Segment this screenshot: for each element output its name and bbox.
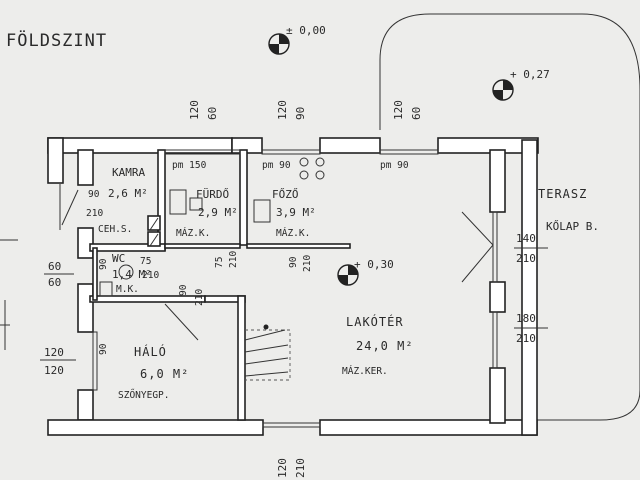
- dim-fozo-door-w: 90: [288, 256, 299, 268]
- dim-furdo-door-w: 75: [214, 257, 225, 268]
- dim-top3-h: 60: [410, 107, 423, 120]
- kamra-area: 2,6 M²: [108, 187, 148, 200]
- terasz-floor: KŐLAP B.: [546, 219, 599, 233]
- lakoter-area: 24,0 M²: [356, 339, 414, 353]
- lakoter-floor: MÁZ.KER.: [342, 365, 388, 377]
- opening-marks: [0, 149, 498, 428]
- dim-left1-w: 60: [48, 260, 61, 273]
- dim-top3-w: 120: [392, 100, 405, 120]
- dim-fozo-door-h: 210: [302, 255, 313, 272]
- halo-area: 6,0 M²: [140, 367, 189, 381]
- wc-dim-h: 210: [142, 270, 159, 281]
- fozo-area: 3,9 M²: [276, 206, 316, 219]
- furdo-name: FÜRDŐ: [196, 187, 229, 201]
- interior-walls: [89, 149, 351, 421]
- level-marker-living: + 0,30: [337, 258, 394, 286]
- dim-left2-w: 120: [44, 346, 64, 359]
- dim-kamra-door: 90: [98, 258, 109, 270]
- dim-halo-window: 90: [98, 343, 109, 355]
- lakoter-name: LAKÓTÉR: [346, 314, 404, 329]
- fozo-floor: MÁZ.K.: [276, 227, 310, 239]
- wc-floor: M.K.: [116, 284, 139, 295]
- halo-floor: SZŐNYEGP.: [118, 390, 169, 401]
- dim-left2-h: 120: [44, 364, 64, 377]
- level-terrace: + 0,27: [510, 68, 550, 81]
- furdo-area: 2,9 M²: [198, 206, 238, 219]
- dim-top2-w: 120: [276, 100, 289, 120]
- kamra-dim-h: 210: [86, 208, 103, 219]
- dim-left1-h: 60: [48, 276, 61, 289]
- dim-terasz2-h: 210: [516, 332, 536, 345]
- dim-terasz1-w: 140: [516, 232, 536, 245]
- dim-top1-h: 60: [206, 107, 219, 120]
- dim-terasz1-h: 210: [516, 252, 536, 265]
- furdo-door-label: pm 150: [172, 160, 207, 171]
- terrace-outline: [379, 13, 640, 421]
- wc-name: WC: [112, 252, 125, 265]
- wc-dim: 75: [140, 256, 151, 267]
- dim-furdo-door-h: 210: [228, 251, 239, 268]
- fozo-door-label: pm 90: [262, 160, 291, 171]
- dim-top2-h: 90: [294, 107, 307, 120]
- dim-bottom-h: 210: [294, 458, 307, 478]
- level-living: + 0,30: [354, 258, 394, 271]
- kamra-note: CEH.S.: [98, 224, 132, 235]
- level-marker-entry: ± 0,00: [268, 24, 326, 55]
- wc-area: 1,4 M²: [112, 268, 152, 281]
- kamra-name: KAMRA: [112, 166, 145, 179]
- level-marker-terrace: + 0,27: [492, 68, 550, 101]
- dim-wc-door-w: 90: [178, 284, 189, 296]
- fozo-name: FŐZŐ: [272, 187, 299, 201]
- terasz-name: TERASZ: [538, 187, 587, 201]
- dim-top1-w: 120: [188, 100, 201, 120]
- dim-bottom-w: 120: [276, 458, 289, 478]
- furdo-floor: MÁZ.K.: [176, 227, 210, 239]
- kamra-dim-w: 90: [88, 189, 100, 200]
- level-entry: ± 0,00: [286, 24, 326, 37]
- lakoter-door-label: pm 90: [380, 160, 409, 171]
- halo-name: HÁLÓ: [134, 344, 167, 359]
- plan-title: FÖLDSZINT: [6, 29, 107, 51]
- dim-terasz2-w: 180: [516, 312, 536, 325]
- dim-wc-door-h: 210: [194, 289, 205, 306]
